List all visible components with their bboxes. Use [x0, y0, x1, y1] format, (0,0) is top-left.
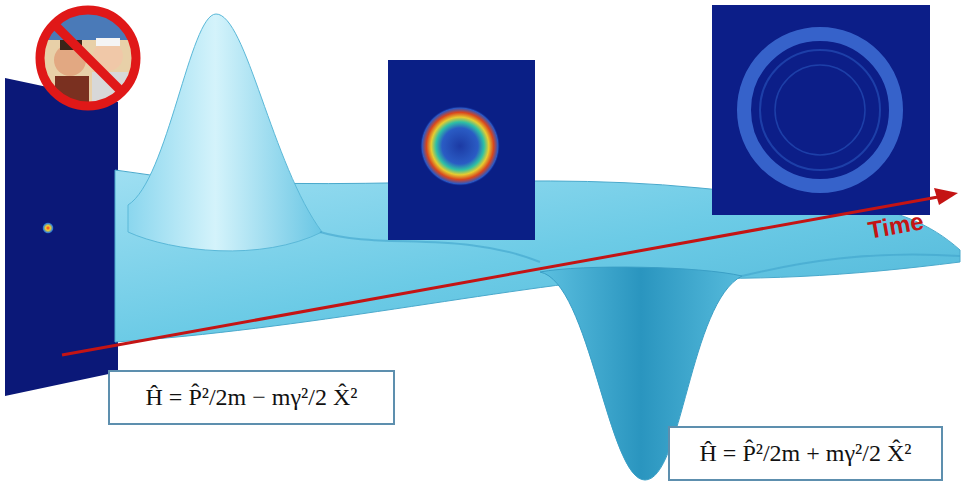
equation-box: Ĥ = P̂²/2m + mγ²/2 X̂²	[668, 426, 943, 481]
equation-box: Ĥ = P̂²/2m − mγ²/2 X̂²	[108, 370, 395, 425]
wave-peak	[128, 14, 322, 251]
wave-ripple	[742, 254, 960, 276]
prohibition-ring	[40, 10, 136, 106]
arrow-head	[934, 188, 958, 205]
poster	[40, 10, 140, 110]
image-panel	[388, 60, 535, 240]
prohibition-slash	[54, 24, 122, 92]
atom-cloud	[42, 222, 54, 234]
interference-ring	[775, 65, 865, 155]
time-arrow	[62, 197, 938, 355]
hamiltonian-equation: Ĥ = P̂²/2m + mγ²/2 X̂²	[700, 440, 912, 467]
hamiltonian-equation: Ĥ = P̂²/2m − mγ²/2 X̂²	[146, 384, 358, 411]
image-panel	[712, 5, 930, 215]
expanding-ring	[744, 34, 896, 186]
interference-ring	[760, 50, 880, 170]
expanding-ring	[420, 106, 500, 186]
